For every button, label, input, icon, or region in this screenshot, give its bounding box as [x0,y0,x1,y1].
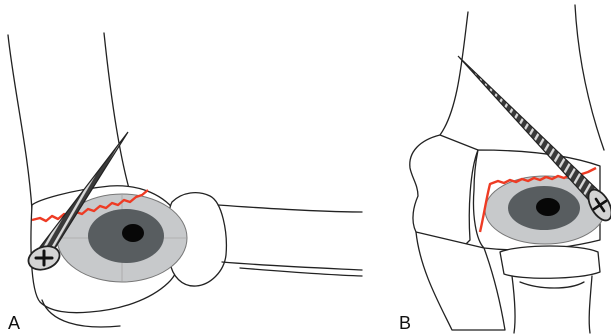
panel-a-diagram [8,33,362,327]
humerus-shaft [8,35,32,210]
radius-shaft-top [218,205,362,212]
humerus-shaft-right-edge [104,33,130,192]
radius-head-b [500,246,600,278]
humerus-shaft-b-left [440,12,468,135]
radius-neck-b [520,282,584,288]
humerus-shaft-b-right [575,5,604,150]
panel-b-diagram [410,5,611,333]
lesion-core [122,224,144,242]
lesion-core-b [536,198,560,216]
panel-label-a: A [8,314,20,332]
panel-label-b: B [399,314,411,332]
